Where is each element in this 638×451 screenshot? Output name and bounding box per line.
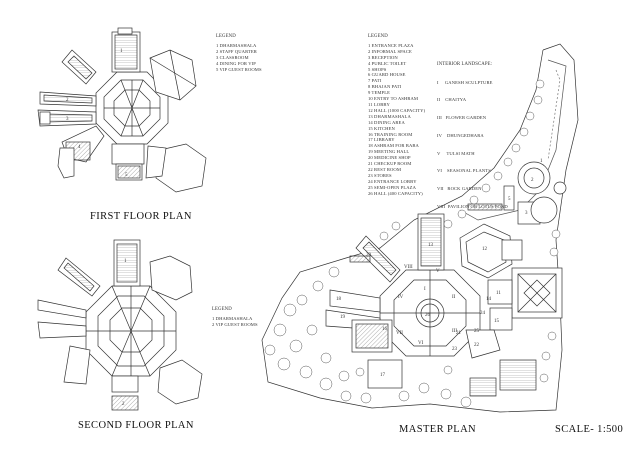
caption-master-plan: MASTER PLAN — [399, 424, 477, 435]
legend-item: 26 HALL (400 CAPACITY) — [368, 190, 423, 196]
sf-tag-1: 1 — [124, 259, 127, 264]
mp-tag-21: 21 — [456, 331, 462, 336]
legend-item: 2 VIP GUEST ROOMS — [212, 321, 258, 327]
legend-item: 8 BHAJAN PATI — [368, 84, 402, 90]
mp-tag-12: 12 — [482, 247, 488, 252]
mp-tag-26: 26 — [425, 313, 431, 318]
master-plan-tags: 1 2 3 5 11 12 13 14 15 16 17 18 19 20 21… — [336, 159, 543, 378]
second-floor-tags: 1 2 — [122, 259, 127, 407]
legend-item: 11 LOBBY — [368, 101, 390, 107]
legend-interior-landscape: INTERIOR LANDSCAPE: I GANESH SCULPTURE I… — [437, 62, 508, 221]
legend-item: 14 DINING AREA — [368, 119, 405, 125]
mp-tag-22: 22 — [474, 343, 480, 348]
legend-item: 19 MEETING HALL — [368, 149, 410, 155]
legend-item: IV DHUNGEDHARA — [437, 132, 484, 138]
mp-tag-20: 20 — [366, 253, 372, 258]
legend-item: VII ROCK GARDEN — [437, 186, 482, 192]
legend-item: 1 DHARMASHALA — [212, 315, 253, 321]
legend-item: 4 DINING FOR VIP — [216, 60, 256, 66]
legend-item: 2 STAFF QUARTER — [216, 48, 257, 54]
mp-tag-16: 16 — [382, 327, 388, 332]
mp-tag-II: II — [452, 295, 456, 300]
ff-tag-2: 2 — [66, 98, 69, 103]
legend-item: 9 TEMPLE — [368, 90, 391, 96]
legend-item: 22 REST ROOM — [368, 166, 402, 172]
caption-first-floor: FIRST FLOOR PLAN — [90, 211, 192, 222]
mp-tag-V: V — [436, 269, 440, 274]
legend-item: 21 CHECKUP ROOM — [368, 161, 412, 167]
legend-item: 10 ENTRY TO ASHRAM — [368, 96, 419, 102]
mp-tag-I: I — [424, 287, 426, 292]
legend-item: 18 ASHRAM FOR BABA — [368, 143, 419, 149]
legend-item: 6 GUARD HOUSE — [368, 72, 406, 78]
mp-tag-5: 5 — [508, 197, 511, 202]
mp-tag-15: 15 — [494, 319, 500, 324]
legend-item: 20 MEDICINE SHOP — [368, 155, 411, 161]
legend-item: 25 SEMI-OPEN PLAZA — [368, 184, 416, 190]
ff-tag-1: 1 — [120, 49, 123, 54]
mp-tag-2: 2 — [531, 178, 534, 183]
legend-item: VI SEASONAL PLANTS — [437, 168, 491, 174]
master-plan-site — [261, 43, 579, 413]
legend-item: 24 ENTRANCE LOBBY — [368, 178, 417, 184]
legend-item: 1 ENTRANCE PLAZA — [368, 42, 414, 48]
legend-title: LEGEND — [368, 34, 388, 39]
legend-item: 15 KITCHEN — [368, 125, 395, 131]
legend-item: 3 RECEPTION — [368, 54, 398, 60]
mp-tag-1: 1 — [540, 159, 543, 164]
first-floor-plan — [37, 27, 207, 193]
legend-item: 12 HALL (1000 CAPACITY) — [368, 107, 426, 113]
legend-item: 3 CLASSROOM — [216, 54, 249, 60]
legend-item: 1 DHARMASHALA — [216, 42, 257, 48]
ff-tag-3: 3 — [66, 117, 69, 122]
legend-title: LEGEND — [216, 34, 236, 39]
legend-item: II CHAITYA — [437, 97, 467, 103]
second-floor-plan — [37, 239, 203, 411]
legend-item: 2 INFORMAL SPACE — [368, 48, 412, 54]
first-floor-tags: 1 2 3 4 5 — [66, 49, 128, 178]
mp-tag-24: 24 — [480, 311, 486, 316]
legend-item: III FLOWER GARDEN — [437, 115, 487, 121]
sf-tag-2: 2 — [122, 402, 125, 407]
legend-item: 7 PATI — [368, 78, 382, 84]
mp-tag-14: 14 — [486, 297, 492, 302]
caption-second-floor: SECOND FLOOR PLAN — [78, 420, 194, 431]
legend-item: 13 DHARMASHALA — [368, 113, 411, 119]
mp-tag-IV: IV — [398, 295, 404, 300]
legend-item: 17 LIBRARY — [368, 137, 395, 143]
ff-tag-4: 4 — [78, 145, 81, 150]
ff-tag-5: 5 — [125, 173, 128, 178]
mp-tag-18: 18 — [336, 297, 342, 302]
mp-tag-23: 23 — [452, 347, 458, 352]
legend-second-floor: LEGEND 1 DHARMASHALA 2 VIP GUEST ROOMS — [212, 307, 258, 328]
mp-tag-11: 11 — [496, 291, 501, 296]
legend-item: 5 SHOPS — [368, 66, 387, 72]
mp-tag-VI: VI — [418, 341, 424, 346]
mp-tag-VII: VII — [396, 331, 403, 336]
legend-item: 5 VIP GUEST ROOMS — [216, 66, 262, 72]
mp-tag-VIII: VIII — [404, 265, 413, 270]
mp-tag-13: 13 — [428, 243, 434, 248]
legend-item: I GANESH SCULPTURE — [437, 79, 493, 85]
legend-title: LEGEND — [212, 307, 232, 312]
legend-item: V TULSI MATH — [437, 150, 475, 156]
legend-first-floor: LEGEND 1 DHARMASHALA 2 STAFF QUARTER 3 C… — [216, 34, 262, 72]
legend-item: 16 TRAINING ROOM — [368, 131, 413, 137]
mp-tag-25: 25 — [474, 329, 480, 334]
mp-tag-3: 3 — [525, 211, 528, 216]
legend-title: INTERIOR LANDSCAPE: — [437, 62, 493, 67]
mp-tag-19: 19 — [340, 315, 346, 320]
mp-tag-17: 17 — [380, 373, 386, 378]
legend-master-plan: LEGEND 1 ENTRANCE PLAZA 2 INFORMAL SPACE… — [368, 34, 425, 196]
mp-tag-III: III — [452, 329, 457, 334]
scale-label: SCALE- 1:500 — [555, 424, 624, 435]
legend-item: 4 PUBLIC TOILET — [368, 60, 407, 66]
legend-item: VIII PAVILION OR LOTUS POND — [437, 203, 508, 209]
legend-item: 23 STORES — [368, 172, 392, 178]
